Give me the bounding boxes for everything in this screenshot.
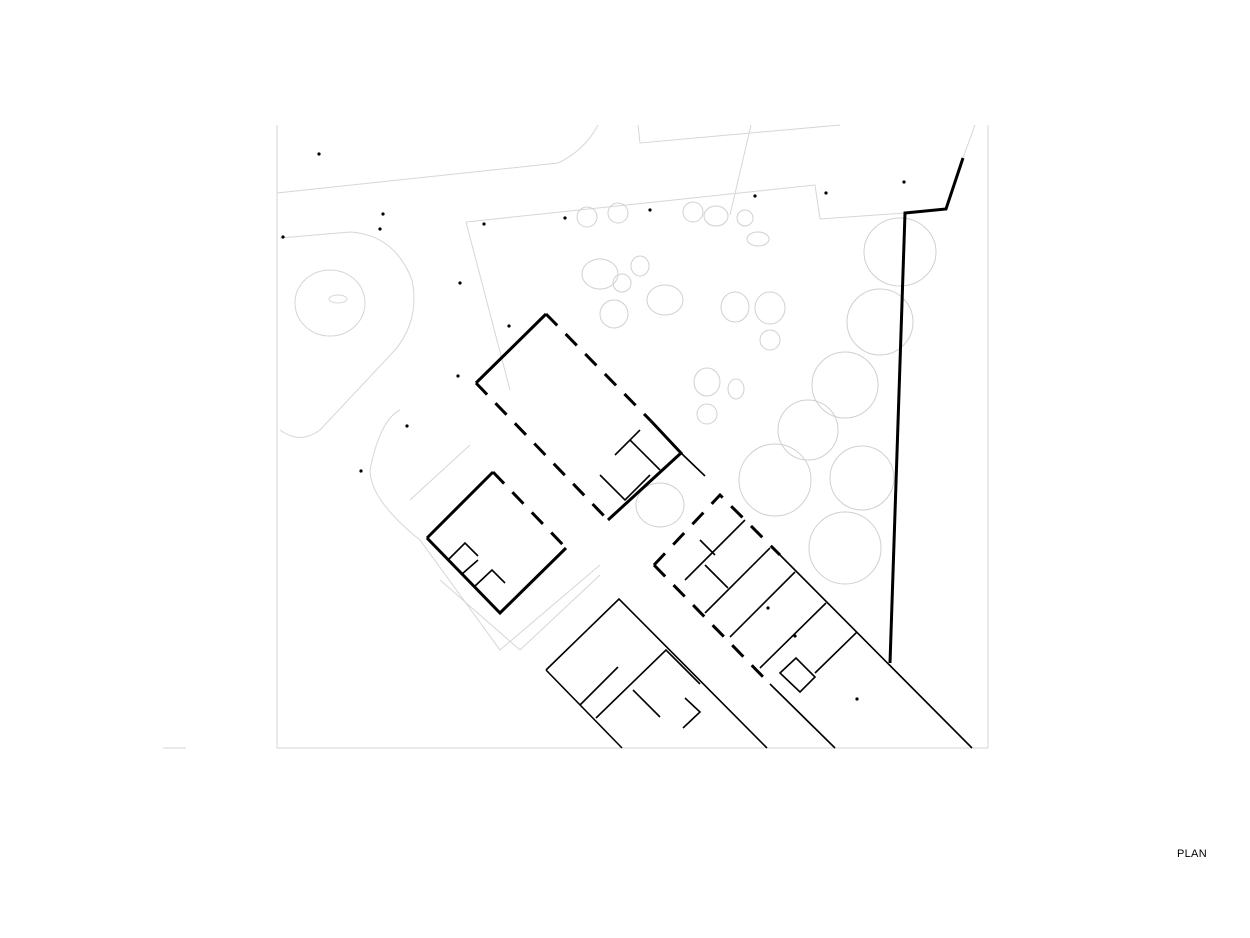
site-context-lines xyxy=(276,124,976,651)
tree-canopy xyxy=(646,284,684,316)
survey-point xyxy=(317,152,321,156)
tree-canopy xyxy=(754,291,786,325)
tree-canopy xyxy=(777,399,839,461)
survey-point xyxy=(405,424,409,428)
survey-point xyxy=(482,222,486,226)
survey-point xyxy=(458,281,462,285)
tree-canopy xyxy=(682,201,704,223)
survey-point xyxy=(456,374,460,378)
building-south-west xyxy=(545,597,768,749)
survey-point xyxy=(281,235,285,239)
tree-canopy xyxy=(696,403,718,425)
survey-point xyxy=(902,180,906,184)
trees xyxy=(576,201,937,585)
tree-canopy xyxy=(703,205,729,227)
tree-canopy xyxy=(727,378,745,400)
tree-canopy xyxy=(630,255,650,277)
survey-point xyxy=(855,697,859,701)
tree-canopy xyxy=(599,299,629,329)
tree-canopy xyxy=(811,351,879,419)
survey-points xyxy=(281,152,906,701)
tree-canopy xyxy=(738,443,812,517)
survey-point xyxy=(824,191,828,195)
tree-canopy xyxy=(607,202,629,224)
tree-canopy xyxy=(612,273,632,293)
tree-canopy xyxy=(808,511,882,585)
survey-point xyxy=(381,212,385,216)
tree-canopy xyxy=(581,258,619,290)
tree-canopy xyxy=(846,288,914,356)
tree-canopy xyxy=(736,209,754,227)
tree-canopy xyxy=(863,217,937,287)
tree-canopy xyxy=(829,445,895,511)
survey-point xyxy=(766,606,770,610)
survey-point xyxy=(378,227,382,231)
survey-point xyxy=(359,469,363,473)
survey-point xyxy=(793,634,797,638)
building-south-east xyxy=(652,492,973,749)
tree-canopy xyxy=(576,206,598,228)
tree-canopy xyxy=(759,329,781,351)
tree-canopy xyxy=(720,291,750,323)
survey-point xyxy=(648,208,652,212)
site-boundary-wall xyxy=(888,157,965,664)
tree-canopy xyxy=(635,482,685,528)
building-west xyxy=(425,470,568,616)
drawing-title: PLAN xyxy=(1177,848,1207,860)
survey-point xyxy=(563,216,567,220)
survey-point xyxy=(507,324,511,328)
survey-point xyxy=(753,194,757,198)
tree-canopy xyxy=(746,231,770,247)
building-north xyxy=(474,312,706,522)
tree-canopy xyxy=(693,367,721,397)
drawing-frame xyxy=(163,125,989,749)
